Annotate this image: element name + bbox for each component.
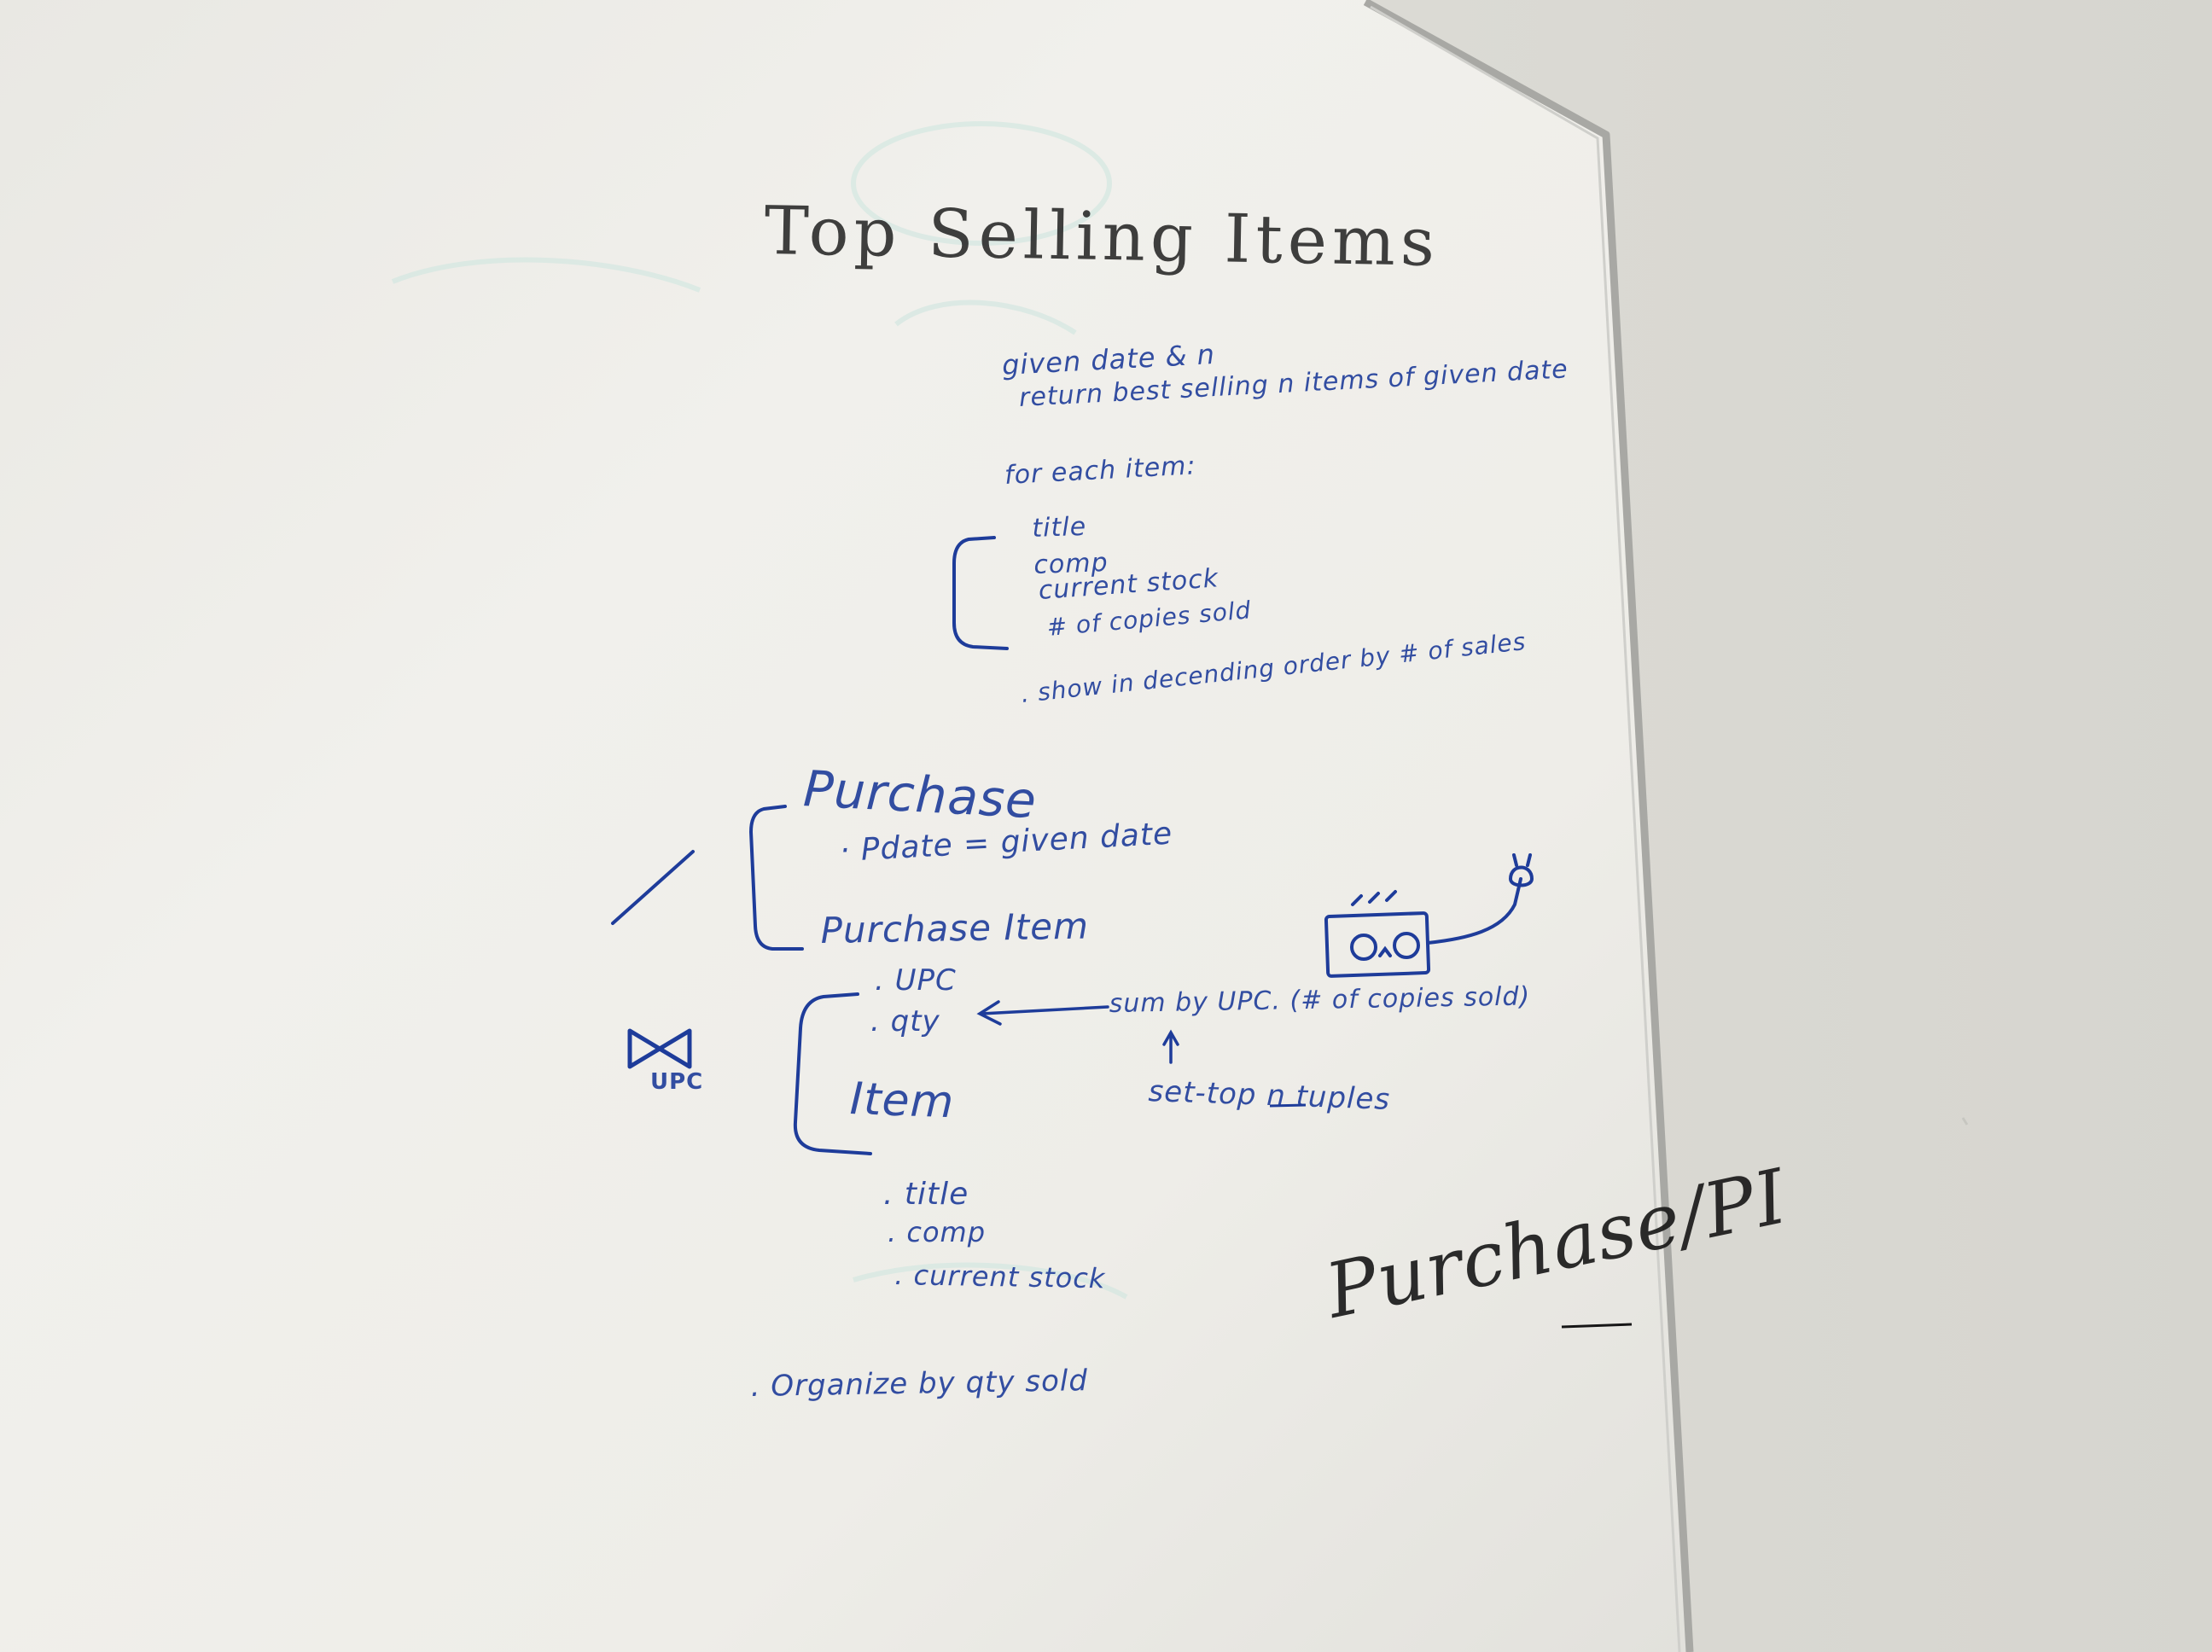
whiteboard-surface [0,0,1690,1652]
bowtie-join-icon [627,1028,692,1069]
signature-underline [1561,1323,1633,1329]
whiteboard-title: Top Selling Items [763,193,1441,282]
top-n-note: set-top n tuples [1147,1074,1391,1117]
purchase-item-field: . UPC [875,963,957,998]
bracket-icon [952,536,1009,650]
item-attribute: . comp [888,1216,986,1248]
purchase-item-field: . qty [870,1004,940,1038]
erased-smudges [391,121,1128,1300]
item-heading: Item [848,1073,956,1129]
sum-note: sum by UPC. (# of copies sold) [1109,981,1531,1019]
arrow-icon [1162,1029,1179,1064]
purchase-heading: Purchase [801,759,1039,830]
wall-scuffs [1739,1117,1969,1204]
purchase-item-heading: Purchase Item [820,905,1090,951]
item-field: title [1031,511,1087,544]
robot-doodle-icon [1324,853,1534,978]
n-underline [1269,1103,1307,1108]
organize-note: . Organize by qty sold [750,1364,1089,1404]
join-label: UPC [650,1069,704,1095]
bracket-icon [748,805,804,951]
bracket-icon [793,992,872,1155]
item-attribute: . title [883,1177,969,1212]
slash-mark [611,850,695,925]
item-attribute: . current stock [894,1259,1106,1295]
arrow-icon [976,1000,1109,1026]
whiteboard-frame [1363,0,1694,1652]
